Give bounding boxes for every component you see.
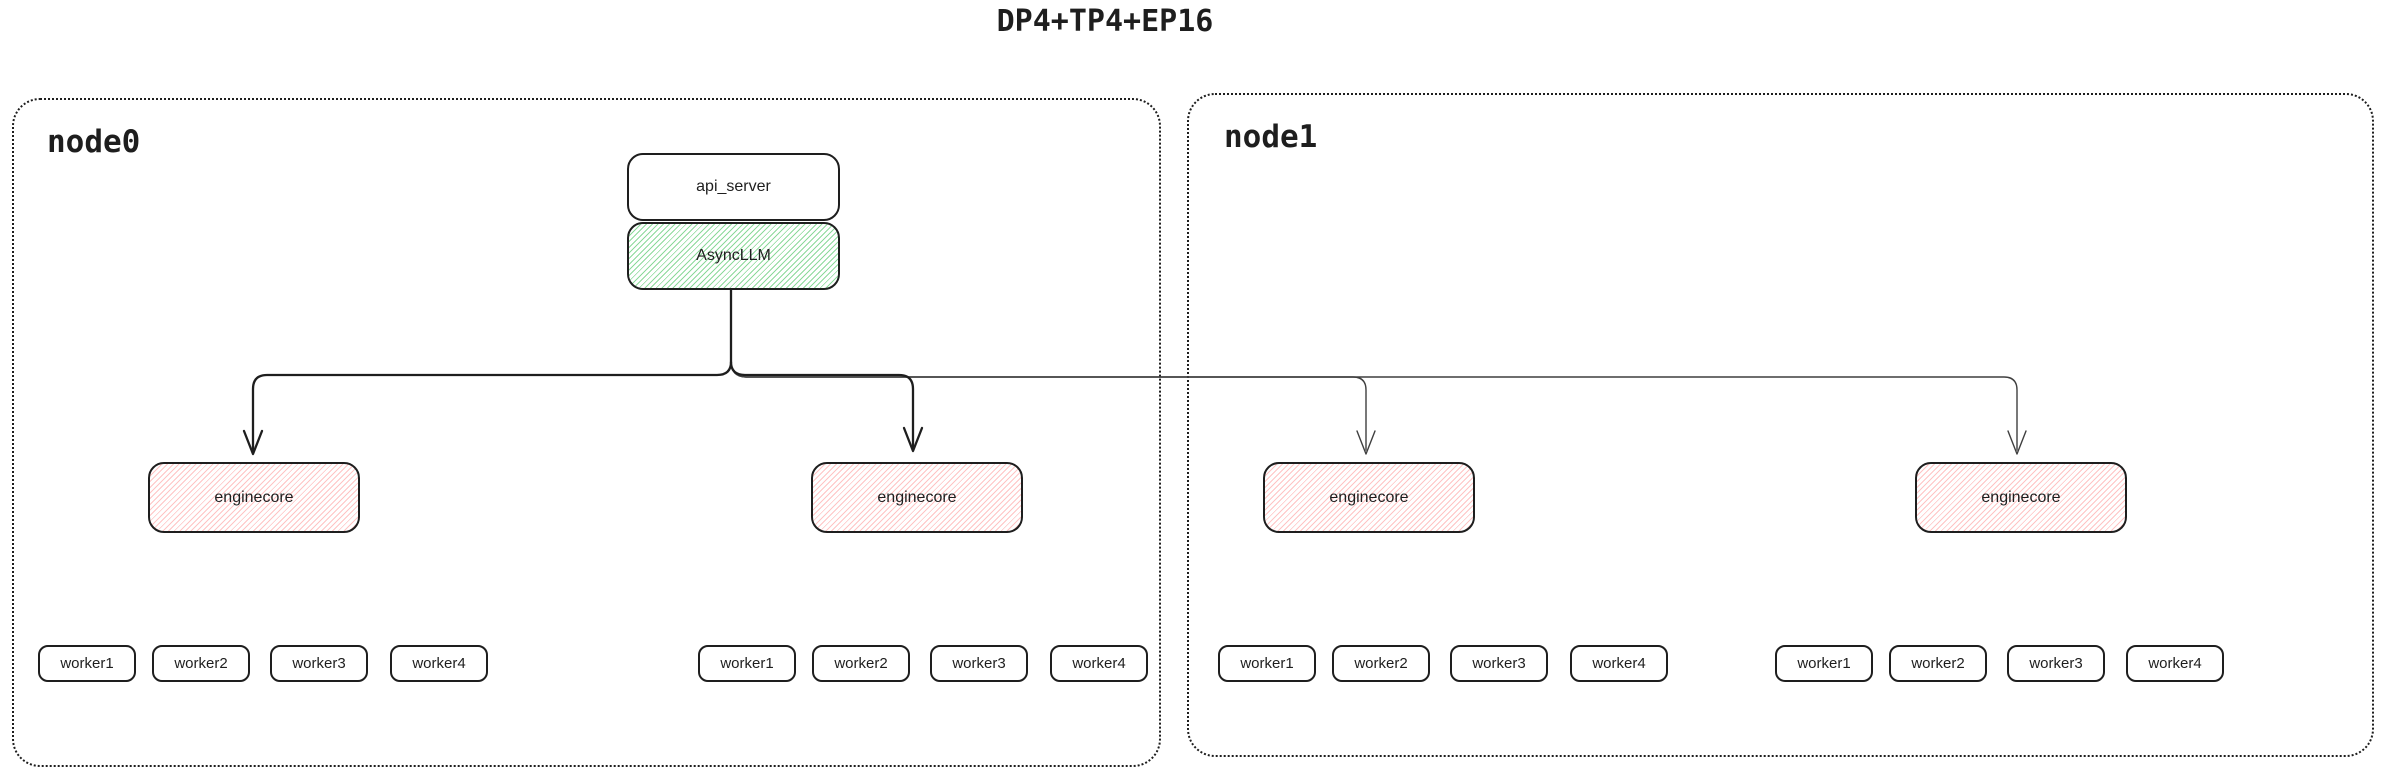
- asyncllm-box: AsyncLLM: [627, 222, 840, 290]
- worker-box: worker4: [1570, 645, 1668, 682]
- worker-box: worker2: [1332, 645, 1430, 682]
- enginecore-box-4: enginecore: [1915, 462, 2127, 533]
- worker-box: worker1: [1218, 645, 1316, 682]
- node0-label: node0: [47, 124, 141, 160]
- api-server-box: api_server: [627, 153, 840, 221]
- worker-box: worker3: [270, 645, 368, 682]
- worker-box: worker4: [390, 645, 488, 682]
- worker-box: worker3: [2007, 645, 2105, 682]
- worker-box: worker4: [2126, 645, 2224, 682]
- worker-box: worker2: [1889, 645, 1987, 682]
- worker-box: worker1: [698, 645, 796, 682]
- enginecore-box-1: enginecore: [148, 462, 360, 533]
- worker-box: worker3: [930, 645, 1028, 682]
- node1-label: node1: [1224, 119, 1318, 155]
- worker-box: worker4: [1050, 645, 1148, 682]
- enginecore-box-3: enginecore: [1263, 462, 1475, 533]
- enginecore-box-2: enginecore: [811, 462, 1023, 533]
- worker-box: worker2: [152, 645, 250, 682]
- worker-box: worker1: [38, 645, 136, 682]
- node0-container: node0 api_server AsyncLLM enginecore eng…: [12, 98, 1161, 767]
- worker-box: worker2: [812, 645, 910, 682]
- diagram-title: DP4+TP4+EP16: [996, 4, 1214, 39]
- worker-box: worker3: [1450, 645, 1548, 682]
- worker-box: worker1: [1775, 645, 1873, 682]
- node1-container: node1 enginecore enginecore worker1 work…: [1187, 93, 2374, 757]
